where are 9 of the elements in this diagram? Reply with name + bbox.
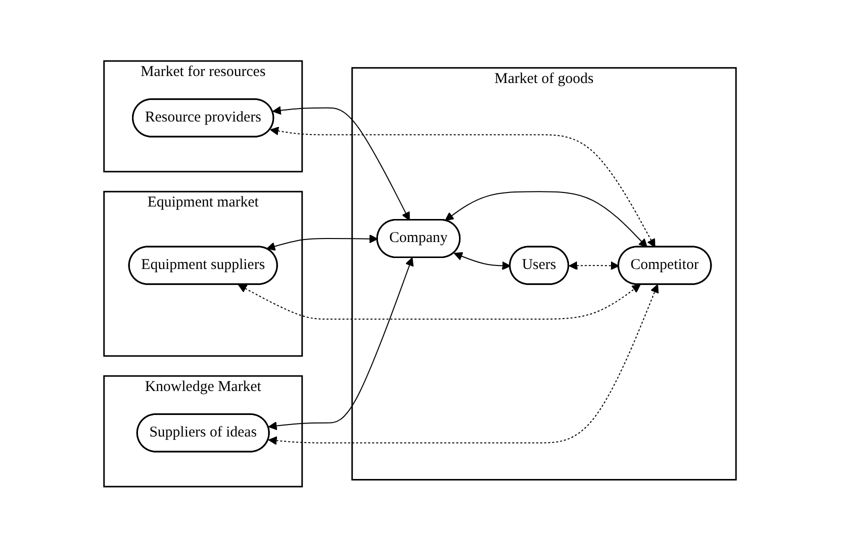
arrow [238, 284, 642, 320]
arrow [445, 191, 648, 248]
arrow [272, 106, 410, 221]
arrow [268, 284, 660, 446]
arrow [268, 258, 414, 430]
arrow [267, 234, 378, 251]
arrow [454, 252, 512, 270]
arrow [270, 126, 656, 248]
arrow [569, 261, 620, 270]
